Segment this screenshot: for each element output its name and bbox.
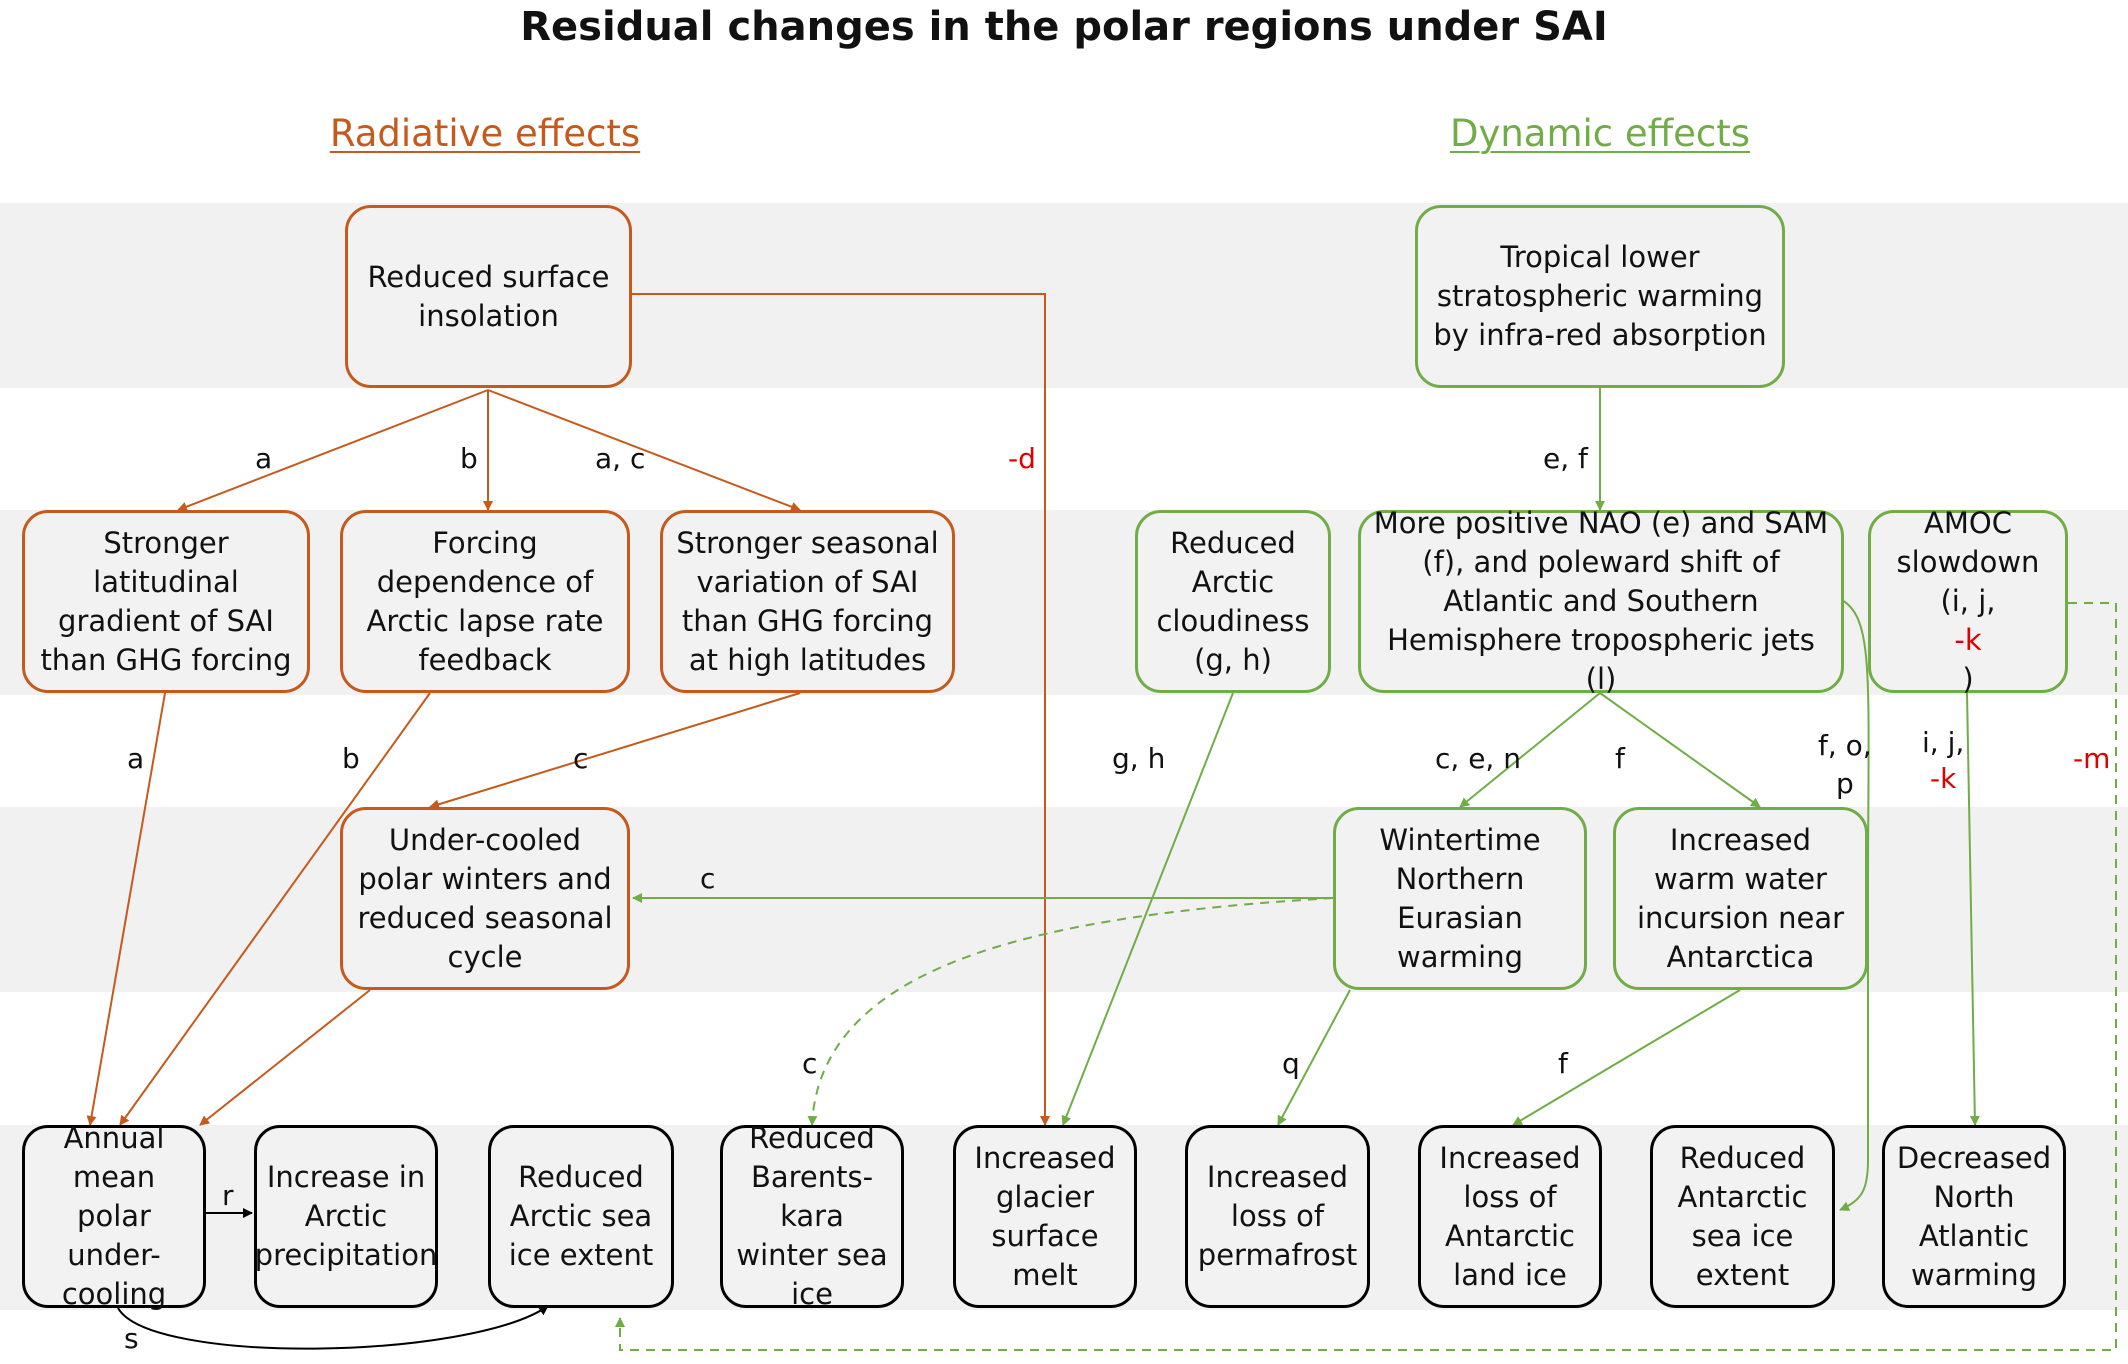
amoc-refs-close: ) xyxy=(1962,662,1974,696)
box-reduced-arctic-cloudiness: Reduced Arctic cloudiness (g, h) xyxy=(1135,510,1331,693)
label-neg-m: -m xyxy=(2073,742,2111,775)
arrow-cloudiness-to-glacier xyxy=(1061,692,1234,1126)
box-reduced-surface-insolation: Reduced surface insolation xyxy=(345,205,632,388)
arrow-lapse-to-annual xyxy=(119,692,431,1126)
label-ij: i, j, xyxy=(1922,726,1965,759)
arrow-nao-to-warmwater xyxy=(1599,692,1761,808)
label-q: q xyxy=(1282,1047,1300,1080)
box-tropical-stratospheric-warming: Tropical lower stratospheric warming by … xyxy=(1415,205,1785,388)
arrow-insolation-to-seasonal xyxy=(487,389,801,512)
label-b-annual: b xyxy=(342,742,360,775)
box-arctic-precipitation: Increase in Arctic precipitation xyxy=(254,1125,438,1308)
box-latitudinal-gradient: Stronger latitudinal gradient of SAI tha… xyxy=(22,510,310,693)
arrow-insolation-to-glacier xyxy=(632,293,1050,1126)
label-b-lapse: b xyxy=(460,442,478,475)
label-c-eurasian: c xyxy=(700,862,716,895)
label-c-undercooled: c xyxy=(573,742,589,775)
diagram-title: Residual changes in the polar regions un… xyxy=(520,4,1608,50)
box-seasonal-variation: Stronger seasonal variation of SAI than … xyxy=(660,510,955,693)
label-ef: e, f xyxy=(1543,442,1588,475)
label-cen: c, e, n xyxy=(1435,742,1521,775)
heading-radiative-effects: Radiative effects xyxy=(329,112,641,155)
box-permafrost-loss: Increased loss of permafrost xyxy=(1185,1125,1370,1308)
box-barents-kara-sea-ice: Reduced Barents-kara winter sea ice xyxy=(720,1121,904,1311)
arrow-eurasian-to-permafrost xyxy=(1277,989,1351,1126)
box-antarctic-sea-ice: Reduced Antarctic sea ice extent xyxy=(1650,1125,1835,1308)
label-fop: f, o, p xyxy=(1818,729,1872,800)
arrow-amoc-to-arctic-sea-ice-dashed xyxy=(615,602,2117,1351)
box-north-atlantic-warming: Decreased North Atlantic warming xyxy=(1882,1125,2066,1308)
box-warm-water-incursion: Increased warm water incursion near Anta… xyxy=(1613,807,1868,990)
arrow-gradient-to-annual xyxy=(86,692,166,1126)
arrow-annual-to-arctic-sea-ice xyxy=(117,1305,549,1350)
box-wintertime-eurasian-warming: Wintertime Northern Eurasian warming xyxy=(1333,807,1587,990)
arrow-nao-to-antarctic-sea-ice xyxy=(1839,599,1870,1211)
box-annual-polar-undercooling: Annual mean polar under- cooling xyxy=(22,1121,206,1311)
box-antarctic-land-ice: Increased loss of Antarctic land ice xyxy=(1418,1125,1602,1308)
box-nao-sam-jet-shift: More positive NAO (e) and SAM (f), and p… xyxy=(1358,506,1844,696)
label-c-barents: c xyxy=(802,1047,818,1080)
arrow-eurasian-to-barents-dashed xyxy=(807,897,1334,1126)
box-undercooled-polar-winters: Under-cooled polar winters and reduced s… xyxy=(340,807,630,990)
box-amoc-slowdown: AMOC slowdown (i, j, -k) xyxy=(1868,506,2068,696)
arrow-amoc-to-north-atlantic xyxy=(1966,692,1980,1126)
arrow-seasonal-to-undercooled xyxy=(429,692,801,810)
arrow-nao-to-eurasian xyxy=(1459,692,1601,808)
label-a-annual: a xyxy=(127,742,145,775)
label-r: r xyxy=(222,1179,234,1212)
amoc-neg-ref: -k xyxy=(1954,623,1982,657)
label-ac-seasonal: a, c xyxy=(595,442,646,475)
box-glacier-surface-melt: Increased glacier surface melt xyxy=(953,1125,1137,1308)
label-neg-d: -d xyxy=(1008,442,1036,475)
box-arctic-sea-ice-extent: Reduced Arctic sea ice extent xyxy=(488,1125,674,1308)
arrow-undercooled-to-annual xyxy=(199,989,371,1126)
label-gh: g, h xyxy=(1112,742,1166,775)
label-s: s xyxy=(124,1322,139,1355)
arrow-warmwater-to-antarctic-land xyxy=(1512,989,1741,1126)
amoc-refs: (i, j, xyxy=(1940,584,1996,618)
heading-dynamic-effects: Dynamic effects xyxy=(1449,112,1751,155)
label-a-gradient: a xyxy=(255,442,273,475)
amoc-label: AMOC slowdown xyxy=(1896,506,2040,579)
label-f-warmwater: f xyxy=(1615,742,1625,775)
label-neg-k: -k xyxy=(1930,762,1957,795)
arrow-insolation-to-gradient xyxy=(177,389,489,512)
label-f-antarctic: f xyxy=(1558,1047,1568,1080)
box-arctic-lapse-rate: Forcing dependence of Arctic lapse rate … xyxy=(340,510,630,693)
